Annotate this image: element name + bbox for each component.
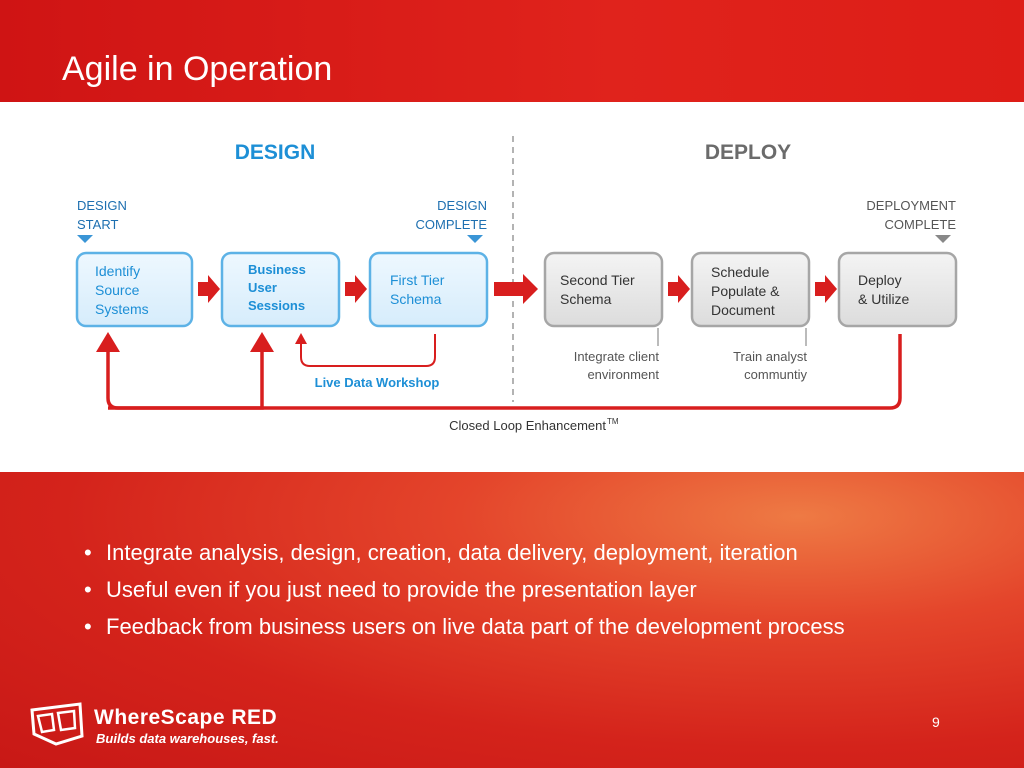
box4-line1: Second Tier — [560, 272, 635, 288]
bottom-panel: • Integrate analysis, design, creation, d… — [0, 472, 1024, 768]
design-complete-marker-icon — [467, 235, 483, 243]
closed-loop-label: Closed Loop Enhancement — [449, 418, 606, 433]
integrate-client-line2: environment — [587, 367, 659, 382]
bullet-dot-icon: • — [84, 540, 92, 565]
box1-line2: Source — [95, 282, 140, 298]
box2-line1: Business — [248, 262, 306, 277]
flow-arrow-3-icon — [494, 274, 538, 304]
flow-arrow-4-icon — [668, 275, 690, 303]
box5-line3: Document — [711, 302, 775, 318]
deployment-complete-marker-icon — [935, 235, 951, 243]
bullet-list: • Integrate analysis, design, creation, d… — [84, 534, 845, 645]
closed-loop-branch-line — [108, 352, 264, 410]
closed-loop-arrow-1-icon — [96, 332, 120, 352]
deployment-complete-line1: DEPLOYMENT — [866, 198, 956, 213]
integrate-client-line1: Integrate client — [574, 349, 660, 364]
train-analyst-line1: Train analyst — [733, 349, 807, 364]
closed-loop-line — [106, 334, 902, 410]
slide-header: Agile in Operation — [0, 0, 1024, 102]
box1-line1: Identify — [95, 263, 140, 279]
box2-line2: User — [248, 280, 277, 295]
flow-arrow-1-icon — [198, 275, 220, 303]
workshop-loop-line — [300, 334, 436, 367]
flow-arrow-5-icon — [815, 275, 837, 303]
box6-line1: Deploy — [858, 272, 902, 288]
bullet-item: • Useful even if you just need to provide… — [84, 571, 845, 608]
logo-name: WhereScape RED — [94, 706, 278, 729]
diagram-svg: DESIGN DEPLOY DESIGN START DESIGN COMPLE… — [75, 136, 958, 433]
box6-line2: & Utilize — [858, 291, 910, 307]
design-start-line2: START — [77, 217, 118, 232]
page-number: 9 — [932, 714, 940, 730]
logo-tagline: Builds data warehouses, fast. — [96, 731, 279, 746]
closed-loop-arrow-2-icon — [250, 332, 274, 352]
phase-design-label: DESIGN — [235, 141, 316, 164]
workshop-loop-arrow-icon — [295, 333, 307, 344]
box5-line1: Schedule — [711, 264, 770, 280]
box3-line2: Schema — [390, 291, 442, 307]
agile-diagram: DESIGN DEPLOY DESIGN START DESIGN COMPLE… — [0, 102, 1024, 472]
closed-loop-tm: TM — [607, 417, 619, 426]
design-complete-line1: DESIGN — [437, 198, 487, 213]
deployment-complete-line2: COMPLETE — [884, 217, 956, 232]
box-identify-source-systems — [75, 251, 194, 328]
phase-deploy-label: DEPLOY — [705, 141, 791, 164]
wherescape-logo-icon — [30, 702, 84, 746]
box3-line1: First Tier — [390, 272, 445, 288]
box-deploy-utilize — [837, 251, 958, 328]
box5-line2: Populate & — [711, 283, 780, 299]
design-start-line1: DESIGN — [77, 198, 127, 213]
box-first-tier-schema — [368, 251, 489, 328]
flow-arrow-2-icon — [345, 275, 367, 303]
box1-line3: Systems — [95, 301, 149, 317]
design-complete-line2: COMPLETE — [415, 217, 487, 232]
bullet-item: • Integrate analysis, design, creation, d… — [84, 534, 845, 571]
slide-title: Agile in Operation — [62, 50, 333, 88]
bullet-dot-icon: • — [84, 614, 92, 639]
box-second-tier-schema — [543, 251, 664, 328]
box-schedule-populate-document — [690, 251, 811, 328]
design-start-marker-icon — [77, 235, 93, 243]
box4-line2: Schema — [560, 291, 612, 307]
bullet-text: Useful even if you just need to provide … — [106, 577, 697, 602]
bullet-text: Feedback from business users on live dat… — [106, 614, 845, 639]
bullet-dot-icon: • — [84, 577, 92, 602]
box2-line3: Sessions — [248, 298, 305, 313]
bullet-item: • Feedback from business users on live da… — [84, 608, 845, 645]
live-data-workshop-label: Live Data Workshop — [315, 375, 440, 390]
bullet-text: Integrate analysis, design, creation, da… — [106, 540, 798, 565]
box-business-user-sessions — [220, 251, 341, 328]
train-analyst-line2: communtiy — [744, 367, 807, 382]
